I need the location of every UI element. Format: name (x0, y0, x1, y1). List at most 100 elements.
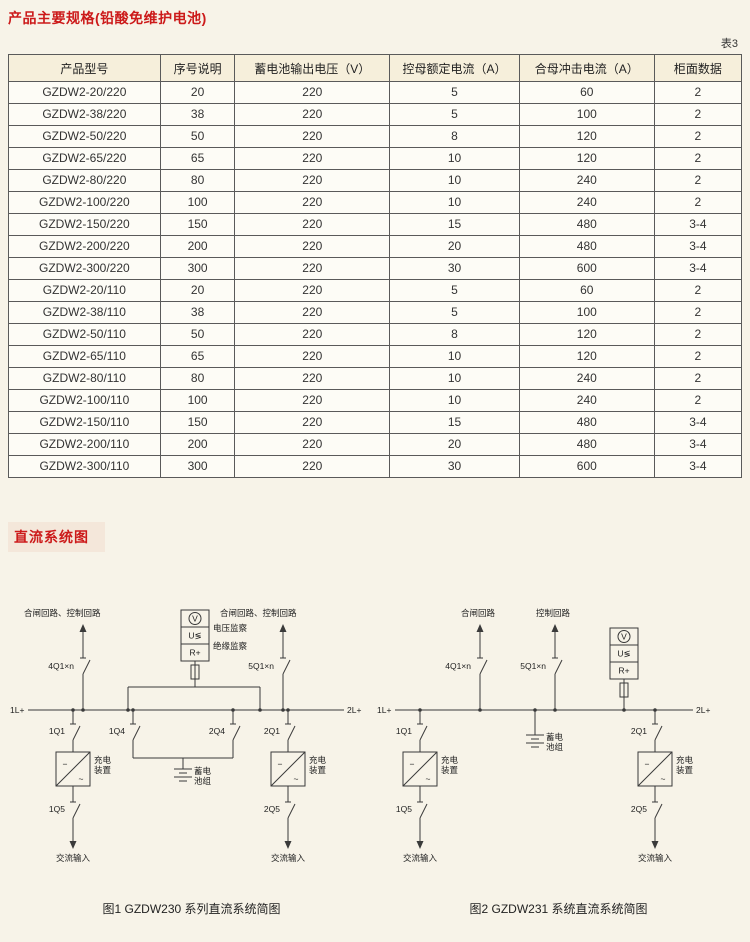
charger-symbol (402, 751, 438, 787)
dc-system-diagram-1: − ~ (10, 608, 361, 863)
table-cell: 10 (389, 345, 520, 368)
switch-label: 2Q5 (264, 804, 280, 814)
feeder-circuit-left: 合闸回路、控制回路 4Q1×n (24, 608, 101, 712)
table-cell: 20 (389, 433, 520, 456)
table-cell: GZDW2-50/110 (8, 323, 161, 346)
table-cell: GZDW2-80/220 (8, 169, 161, 192)
fuse-symbol (190, 660, 200, 684)
table-cell: 3-4 (653, 213, 743, 236)
feeder-circuit-right: 控制回路 5Q1×n (520, 608, 570, 712)
table-cell: 30 (389, 257, 520, 280)
insulation-monitor-label: 绝缘监察 (213, 641, 248, 651)
table-cell: 220 (234, 169, 391, 192)
table-cell: 120 (518, 323, 655, 346)
switch-label: 1Q5 (49, 804, 65, 814)
dc-bus: 1L+ 2L+ (10, 705, 361, 715)
monitoring-branch: 电压监察 绝缘监察 (126, 609, 262, 712)
charger-label: 充电 (441, 755, 459, 765)
table-cell: 200 (159, 433, 236, 456)
dc-bus: 1L+ 2L+ (377, 705, 710, 715)
monitor-device-symbol (609, 627, 639, 680)
table-cell: 2 (653, 367, 743, 390)
table-cell: 240 (518, 169, 655, 192)
table-cell: 220 (234, 235, 391, 258)
table-cell: 100 (159, 191, 236, 214)
table-cell: 600 (518, 455, 655, 478)
bus-label-right: 2L+ (347, 705, 361, 715)
charger-label: 装置 (309, 765, 327, 775)
table-cell: 220 (234, 191, 391, 214)
table-cell: 80 (159, 169, 236, 192)
battery-label: 池组 (546, 742, 564, 752)
switch-label: 1Q4 (109, 726, 125, 736)
voltage-monitor-label: 电压监察 (213, 623, 248, 633)
switch-label: 1Q1 (49, 726, 65, 736)
table-number: 表3 (720, 38, 738, 50)
table-cell: 220 (234, 103, 391, 126)
table-cell: 5 (389, 279, 520, 302)
table-cell: 5 (389, 103, 520, 126)
table-cell: GZDW2-20/110 (8, 279, 161, 302)
table-cell: 2 (653, 323, 743, 346)
table-cell: 150 (159, 213, 236, 236)
table-cell: 220 (234, 125, 391, 148)
charger-branch-left: 1Q1 充电 装置 1Q5 交流输入 (49, 708, 112, 863)
switch-symbol (69, 795, 81, 823)
column-header: 产品型号 (8, 54, 161, 82)
table-cell: 220 (234, 323, 391, 346)
table-cell: GZDW2-65/110 (8, 345, 161, 368)
switch-symbol (416, 795, 428, 823)
figure-1: − ~ (8, 600, 375, 917)
table-cell: 80 (159, 367, 236, 390)
table-cell: 220 (234, 213, 391, 236)
switch-label: 1Q1 (396, 726, 412, 736)
charger-symbol (637, 751, 673, 787)
switch-symbol (279, 651, 291, 679)
switch-symbol (284, 717, 296, 745)
switch-symbol (651, 795, 663, 823)
switch-label: 1Q5 (396, 804, 412, 814)
section-title-dc-system-diagram: 直流系统图 (8, 522, 105, 552)
table-cell: 15 (389, 411, 520, 434)
table-cell: 60 (518, 81, 655, 104)
charger-branch-right: 2Q1 充电 装置 2Q5 交流输入 (631, 708, 694, 863)
table-cell: 20 (159, 279, 236, 302)
switch-label: 2Q5 (631, 804, 647, 814)
charger-symbol (270, 751, 306, 787)
battery-label: 蓄电 (546, 732, 564, 742)
feeder-label: 合闸回路、控制回路 (24, 608, 101, 618)
switch-symbol (129, 717, 141, 745)
table-cell: 240 (518, 191, 655, 214)
table-cell: GZDW2-38/220 (8, 103, 161, 126)
feeder-circuit-left: 合闸回路 4Q1×n (445, 608, 495, 712)
table-cell: 100 (518, 103, 655, 126)
bus-label-left: 1L+ (10, 705, 24, 715)
table-cell: 2 (653, 279, 743, 302)
battery-label: 池组 (194, 776, 212, 786)
table-cell: 220 (234, 147, 391, 170)
dc-system-diagram-2: 合闸回路 4Q1×n 控制回路 5Q1×n (377, 608, 710, 863)
table-cell: 2 (653, 389, 743, 412)
table-cell: 3-4 (653, 433, 743, 456)
table-cell: 2 (653, 103, 743, 126)
table-cell: 60 (518, 279, 655, 302)
table-cell: 480 (518, 411, 655, 434)
feeder-label: 控制回路 (536, 608, 571, 618)
charger-label: 装置 (94, 765, 112, 775)
table-cell: 10 (389, 191, 520, 214)
table-cell: 220 (234, 279, 391, 302)
table-cell: GZDW2-150/110 (8, 411, 161, 434)
feeder-label: 合闸回路 (461, 608, 496, 618)
bus-label-right: 2L+ (696, 705, 710, 715)
table-cell: 220 (234, 367, 391, 390)
